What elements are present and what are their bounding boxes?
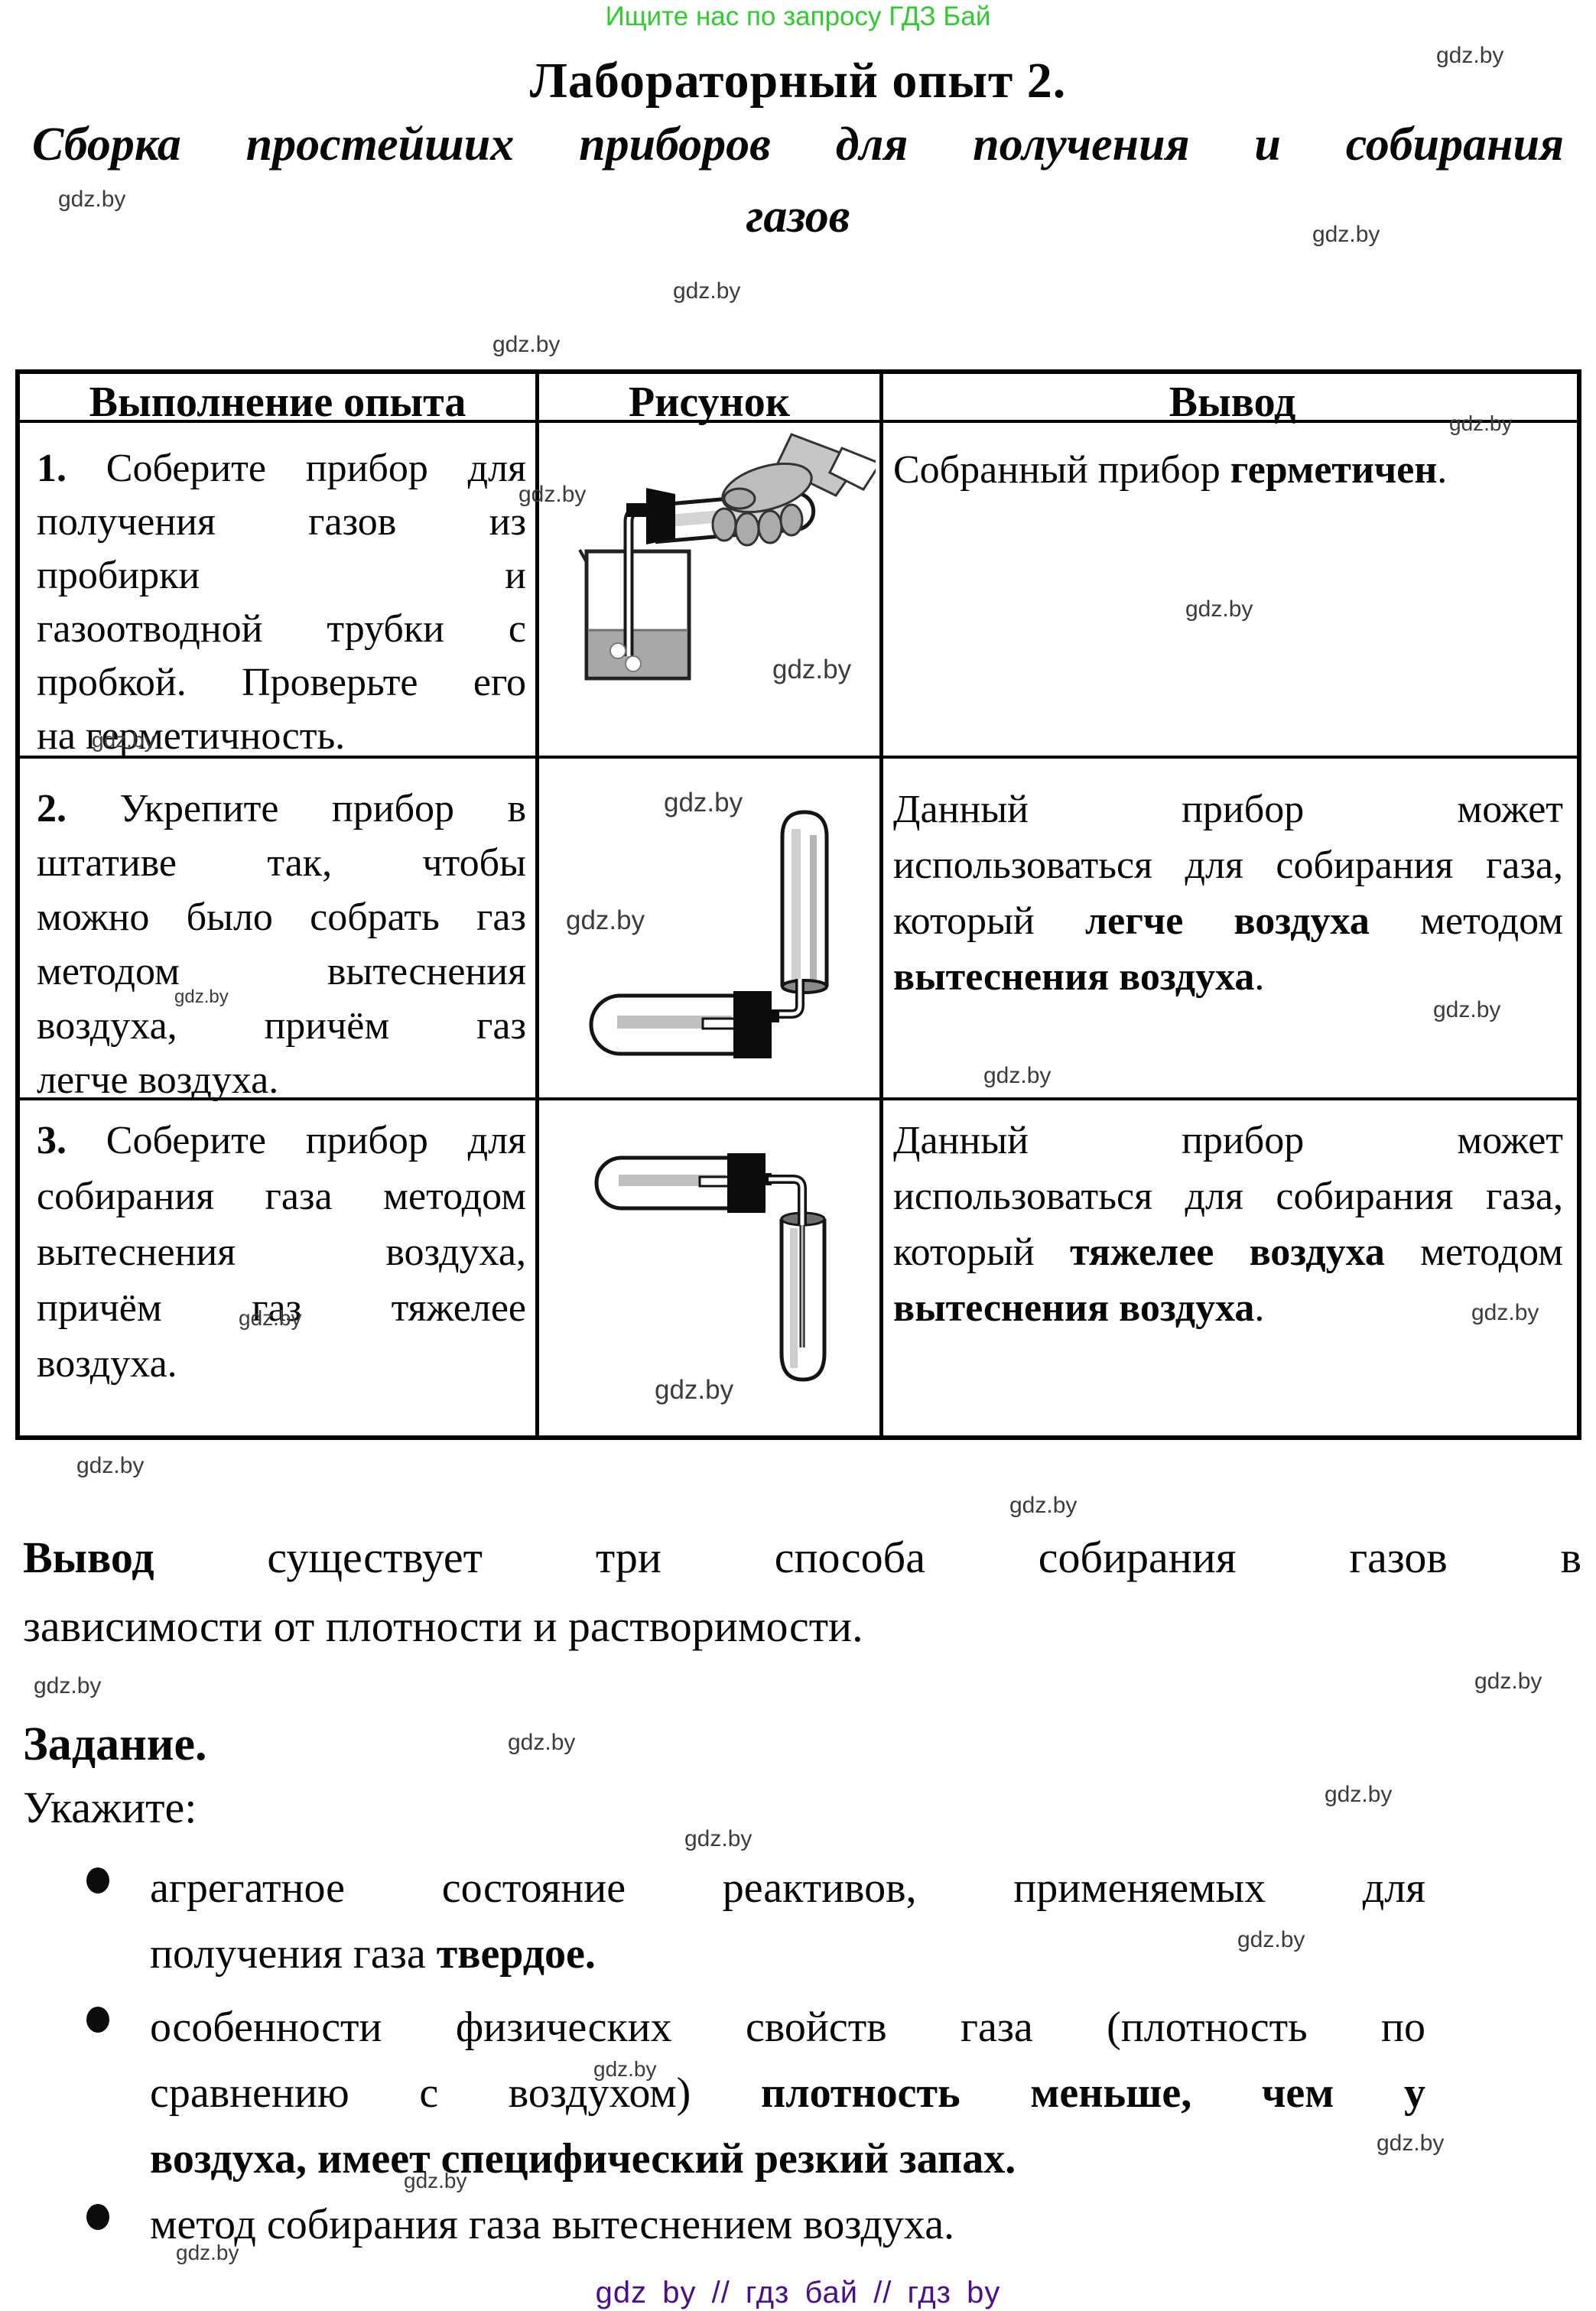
table-row-divider-1 — [15, 756, 1581, 759]
overall-conclusion: Вывод существует три способа собирания г… — [23, 1533, 1581, 1651]
promo-banner: Ищите нас по запросу ГДЗ Бай — [605, 2, 991, 31]
gdz-watermark: gdz.by — [1377, 2131, 1445, 2156]
gdz-watermark: gdz.by — [1436, 43, 1504, 68]
delivery-tube-icon — [769, 979, 805, 1019]
collection-tube-inverted-icon — [780, 810, 829, 994]
gdz-watermark: gdz.by — [983, 1063, 1052, 1088]
gdz-watermark: gdz.by — [518, 482, 587, 507]
page-title: Лабораторный опыт 2. — [529, 53, 1067, 109]
figure-collection-downward-delivery — [594, 1153, 827, 1382]
gdz-watermark: gdz.by — [664, 788, 743, 817]
column-header-figure: Рисунок — [628, 379, 791, 426]
table-header-divider — [15, 420, 1581, 423]
gdz-watermark: gdz.by — [239, 1306, 302, 1330]
column-header-execution: Выполнение опыта — [89, 379, 466, 426]
gdz-watermark: gdz.by — [1474, 1669, 1542, 1694]
column-header-conclusion: Вывод — [1169, 379, 1296, 426]
step-number: 2. — [37, 787, 67, 830]
gdz-watermark: gdz.by — [673, 278, 741, 304]
task-subheading: Укажите: — [23, 1783, 197, 1832]
gdz-watermark: gdz.by — [1009, 1493, 1078, 1518]
gdz-watermark: gdz.by — [655, 1375, 734, 1405]
gdz-watermark: gdz.by — [566, 905, 645, 935]
bubble-icon — [609, 642, 626, 659]
conclusion-label: Вывод — [23, 1533, 154, 1582]
row3-conclusion-text: Данный прибор может использоваться для с… — [893, 1119, 1563, 1330]
figure-collection-upward-delivery — [589, 810, 829, 1058]
gdz-watermark: gdz.by — [1312, 222, 1380, 247]
bullet-icon — [86, 1867, 109, 1893]
bubble-icon — [625, 655, 642, 672]
stopper-icon — [626, 488, 675, 544]
gdz-watermark: gdz.by — [772, 655, 852, 684]
gdz-watermark: gdz.by — [684, 1826, 752, 1851]
hand-icon — [711, 433, 876, 547]
task-bullet-1: агрегатное состояние реактивов, применяе… — [150, 1864, 1425, 1978]
gdz-watermark: gdz.by — [174, 986, 229, 1007]
page-subtitle-line1: Сборка простейших приборов для получения… — [32, 119, 1564, 171]
gdz-watermark: gdz.by — [1433, 997, 1501, 1022]
gdz-watermark: gdz.by — [508, 1730, 576, 1755]
bullet-icon — [86, 2204, 109, 2230]
gdz-watermark: gdz.by — [176, 2241, 239, 2264]
task-heading: Задание. — [23, 1718, 207, 1770]
row3-execution-text: 3. Соберите прибор для собирания газа ме… — [37, 1119, 526, 1386]
task-bullet-3: метод собирания газа вытеснением воздуха… — [150, 2201, 955, 2248]
generator-tube-icon — [594, 1153, 772, 1213]
bullet-icon — [86, 2007, 109, 2033]
figure-leak-test-apparatus — [578, 433, 876, 681]
step-number: 1. — [37, 447, 67, 490]
delivery-tube-icon — [769, 1175, 807, 1347]
gdz-watermark: gdz.by — [492, 332, 561, 357]
gdz-watermark: gdz.by — [1325, 1782, 1393, 1807]
gdz-watermark: gdz.by — [1237, 1927, 1305, 1952]
table-column-divider-1 — [535, 369, 539, 1440]
page-subtitle-line2: газов — [746, 190, 850, 242]
task-bullet-2: особенности физических свойств газа (пло… — [150, 2004, 1425, 2183]
gdz-watermark: gdz.by — [34, 1673, 102, 1698]
row1-execution-text: 1. Соберите прибор для получения газов и… — [37, 447, 526, 758]
gdz-watermark: gdz.by — [404, 2169, 467, 2192]
gdz-watermark: gdz.by — [58, 187, 126, 212]
gdz-watermark: gdz.by — [92, 728, 155, 752]
gdz-watermark: gdz.by — [76, 1453, 145, 1478]
row2-execution-text: 2. Укрепите прибор в штативе так, чтобы … — [37, 787, 527, 1102]
table-column-divider-2 — [879, 369, 883, 1440]
gdz-watermark: gdz.by — [593, 2057, 657, 2081]
row1-conclusion-text: Собранный прибор герметичен. — [893, 448, 1448, 492]
generator-tube-icon — [589, 991, 779, 1058]
experiment-table — [15, 369, 1581, 1440]
gdz-watermark: gdz.by — [1449, 411, 1513, 435]
step-number: 3. — [37, 1119, 67, 1162]
row2-conclusion-text: Данный прибор может использоваться для с… — [893, 788, 1563, 999]
gdz-watermark: gdz.by — [1185, 596, 1253, 622]
gdz-watermark: gdz.by — [1471, 1300, 1539, 1325]
table-row-divider-2 — [15, 1097, 1581, 1100]
footer-site-links: gdz by // гдз бай // гдз by — [595, 2276, 1001, 2309]
